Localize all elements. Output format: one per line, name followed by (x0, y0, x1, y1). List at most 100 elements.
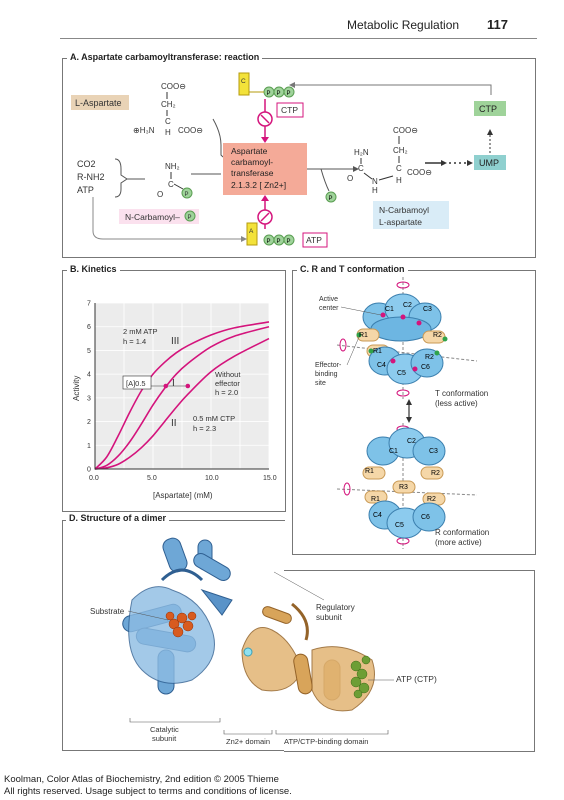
svg-text:C: C (168, 180, 174, 189)
svg-text:C6: C6 (421, 514, 430, 521)
svg-text:P: P (329, 196, 333, 202)
x-tick-label: 10.0 (205, 475, 219, 482)
svg-text:R1: R1 (373, 348, 382, 355)
svg-text:site: site (315, 380, 326, 387)
panel-d-frame (284, 570, 535, 752)
conformation-diagram: C1 C2 C3 R1 R2 R1 R2 C4 C5 C6 Active cen… (315, 277, 489, 549)
curve-III (94, 321, 270, 470)
svg-text:C3: C3 (423, 306, 432, 313)
page-header: Metabolic Regulation 117 (330, 17, 540, 38)
half-max-point (163, 383, 169, 389)
aspartate-structure: COO⊖ CH₂ C ⊕H₃N H COO⊖ (133, 82, 203, 137)
panel-d (62, 520, 285, 751)
svg-text:CH₂: CH₂ (161, 100, 176, 109)
svg-text:Active: Active (319, 296, 338, 303)
ann-atp: 2 mM ATP (123, 327, 157, 336)
aspartate-label-box (71, 95, 129, 110)
panel-b-title: B. Kinetics (67, 264, 120, 274)
half-max-point (185, 383, 191, 389)
ann-none: Without (215, 370, 241, 379)
svg-text:H₂N: H₂N (354, 148, 369, 157)
atp-ctp-molecule (350, 655, 371, 699)
atp-a-marker (246, 222, 258, 246)
product-label-box (373, 201, 449, 229)
svg-text:N: N (372, 177, 378, 186)
svg-text:C5: C5 (397, 370, 406, 377)
carbamoyl-label: N-Carbamoyl– (125, 212, 180, 222)
svg-text:R1: R1 (365, 468, 374, 475)
svg-text:C3: C3 (429, 448, 438, 455)
enzyme-name-3: transferase (231, 168, 274, 178)
substrate-label: Substrate (90, 607, 125, 616)
r-conf-label-2: (more active) (435, 538, 482, 547)
y-tick-label: 3 (87, 395, 91, 402)
svg-text:H: H (372, 186, 378, 195)
svg-text:C2: C2 (403, 302, 412, 309)
ump-box (474, 155, 506, 170)
atp-label: ATP (306, 235, 322, 245)
product-label-2: L-aspartate (379, 217, 422, 227)
ann-ctp: 0.5 mM CTP (193, 414, 235, 423)
t-conformation: C1 C2 C3 R1 R2 R1 R2 C4 C5 C6 (336, 277, 478, 399)
y-axis-label: Activity (72, 376, 81, 401)
svg-text:H: H (396, 176, 402, 185)
svg-text:P: P (287, 239, 291, 245)
half-label: [A]0.5 (126, 379, 146, 388)
ump-label: UMP (479, 158, 499, 168)
y-tick-label: 2 (87, 419, 91, 426)
svg-text:C1: C1 (389, 448, 398, 455)
header-title: Metabolic Regulation (347, 18, 460, 32)
panel-a-reaction-diagram: L-Aspartate COO⊖ CH₂ C ⊕H₃N H COO⊖ CO2 R… (71, 72, 506, 248)
carbamoyl-label-box (119, 209, 199, 224)
half-label-box (122, 375, 152, 390)
enzyme-name-2: carbamoyl- (231, 157, 273, 167)
svg-text:O: O (157, 190, 163, 199)
atp-box (302, 232, 328, 248)
aspartate-arrow (212, 118, 224, 158)
svg-text:C2: C2 (407, 438, 416, 445)
footer: Koolman, Color Atlas of Biochemistry, 2n… (4, 774, 292, 798)
atp-domain-label: ATP/CTP-binding domain (284, 737, 368, 746)
product-label-1: N-Carbamoyl (379, 205, 429, 215)
svg-text:C5: C5 (395, 522, 404, 529)
roman-iii: III (171, 336, 179, 347)
ctp-box (276, 102, 304, 118)
dimer-structure: Substrate Regulatory subunit ATP (CTP) C… (90, 537, 437, 746)
ann-ctp-h: h = 2.3 (193, 424, 216, 433)
panel-a-title: A. Aspartate carbamoyltransferase: react… (67, 52, 263, 62)
svg-text:C1: C1 (385, 306, 394, 313)
svg-text:P: P (267, 239, 271, 245)
svg-text:COO⊖: COO⊖ (407, 168, 432, 177)
svg-text:Effector-: Effector- (315, 362, 342, 369)
roman-i: I (172, 378, 175, 389)
svg-text:C6: C6 (421, 364, 430, 371)
y-tick-label: 7 (87, 301, 91, 308)
r-conformation: C1 C2 C3 R1 R2 R3 R1 R2 C4 C5 C6 (336, 423, 478, 549)
panel-c: C. R and T conformation (292, 264, 536, 555)
ann-atp-h: h = 1.4 (123, 337, 146, 346)
catalytic-label-2: subunit (152, 734, 177, 743)
y-tick-label: 0 (87, 467, 91, 474)
catalytic-subunit (122, 537, 233, 695)
feedback-line (295, 84, 492, 95)
zn-domain-label: Zn2+ domain (226, 737, 270, 746)
t-conf-label-2: (less active) (435, 399, 478, 408)
svg-text:COO⊖: COO⊖ (161, 82, 186, 91)
y-tick-label: 5 (87, 348, 91, 355)
enzyme-box (223, 143, 307, 195)
svg-text:P: P (185, 192, 189, 198)
svg-text:P: P (267, 91, 271, 97)
svg-text:R1: R1 (371, 496, 380, 503)
atp-ctp-label: ATP (CTP) (396, 674, 437, 684)
ctp-phosphates-top: P P P (263, 86, 295, 98)
y-tick-label: 1 (87, 443, 91, 450)
svg-text:NH₂: NH₂ (165, 162, 180, 171)
axes (94, 303, 269, 470)
svg-text:CH₂: CH₂ (393, 146, 408, 155)
svg-text:binding: binding (315, 371, 338, 378)
enzyme-name-1: Aspartate (231, 146, 268, 156)
x-tick-label: 0.0 (89, 475, 99, 482)
ctp-c-marker (238, 72, 250, 96)
svg-text:P: P (277, 91, 281, 97)
